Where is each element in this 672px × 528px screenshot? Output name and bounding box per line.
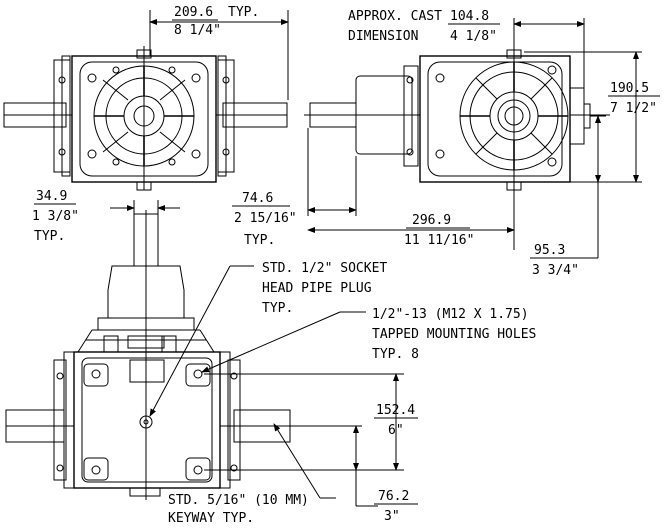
holes-note-line1: 1/2"-13 (M12 X 1.75) xyxy=(372,307,529,322)
cast-mm-label: 104.8 xyxy=(450,9,489,24)
center-in-label: 3 3/4" xyxy=(532,263,579,278)
center-mm-label: 95.3 xyxy=(534,243,565,258)
dia-typ-label: TYP. xyxy=(34,229,65,244)
offset-in-label: 3" xyxy=(384,509,400,524)
height-in-label: 7 1/2" xyxy=(610,101,657,116)
housing-body-right xyxy=(419,55,571,183)
offset-mm-label: 76.2 xyxy=(378,489,409,504)
plug-note-line2: HEAD PIPE PLUG xyxy=(262,281,372,296)
spacing-mm-label: 152.4 xyxy=(376,403,415,418)
ext-in-label: 2 15/16" xyxy=(234,211,297,226)
holes-note-line2: TAPPED MOUNTING HOLES xyxy=(372,327,536,342)
mounting-hole xyxy=(91,369,101,379)
keyway-note-line2: KEYWAY TYP. xyxy=(168,511,254,526)
holes-note-line3: TYP. 8 xyxy=(372,347,419,362)
mounting-hole xyxy=(193,369,203,379)
spacing-in-label: 6" xyxy=(388,423,404,438)
plug-note-line1: STD. 1/2" SOCKET xyxy=(262,261,387,276)
top-left-view: 209.6 TYP. 8 1/4" xyxy=(3,5,289,191)
length-in-label: 11 11/16" xyxy=(404,233,474,248)
cast-note-line2: DIMENSION xyxy=(348,29,418,44)
ext-mm-label: 74.6 xyxy=(242,191,273,206)
height-mm-label: 190.5 xyxy=(610,81,649,96)
dia-in-label: 1 3/8" xyxy=(32,209,79,224)
mounting-hole xyxy=(91,465,101,475)
length-mm-label: 296.9 xyxy=(412,213,451,228)
cast-in-label: 4 1/8" xyxy=(450,29,497,44)
top-right-view: APPROX. CAST DIMENSION 104.8 4 1/8" 190.… xyxy=(304,9,660,250)
dia-mm-label: 34.9 xyxy=(36,189,67,204)
keyway-note-line1: STD. 5/16" (10 MM) xyxy=(168,493,309,508)
width-typ-label: TYP. xyxy=(228,5,259,20)
width-mm-label: 209.6 xyxy=(174,5,213,20)
plug-note-line3: TYP. xyxy=(262,301,293,316)
cast-note-line1: APPROX. CAST xyxy=(348,9,442,24)
front-view: STD. 1/2" SOCKET HEAD PIPE PLUG TYP. 1/2… xyxy=(5,210,536,526)
width-in-label: 8 1/4" xyxy=(174,23,221,38)
shaft-dimensions: 34.9 1 3/8" TYP. 74.6 2 15/16" TYP. 296.… xyxy=(32,115,606,278)
mounting-hole xyxy=(193,465,203,475)
ext-typ-label: TYP. xyxy=(244,233,275,248)
